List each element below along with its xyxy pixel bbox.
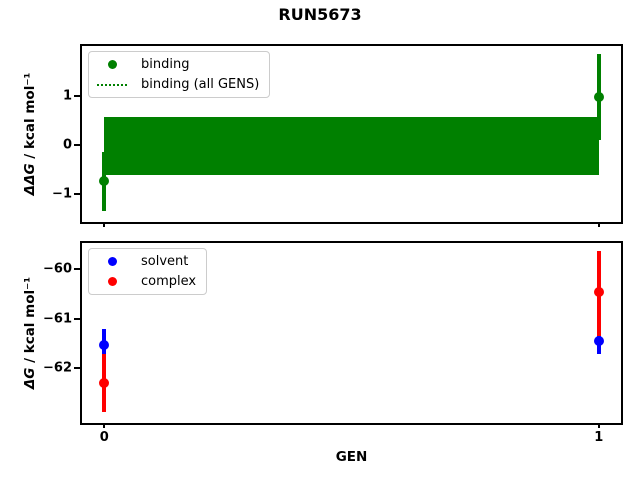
legend-swatch [95, 277, 129, 286]
legend-item-binding-all-gens-: binding (all GENS) [95, 77, 259, 92]
y-tick-label: 1 [62, 88, 72, 104]
legend-dot-icon [107, 257, 117, 266]
data-point-solvent [99, 339, 110, 350]
x-tick [597, 222, 600, 227]
legend-item-complex: complex [95, 274, 196, 289]
y-tick [74, 317, 80, 320]
y-tick [74, 192, 80, 195]
legend-label: binding [141, 57, 190, 72]
y-tick-label: −61 [43, 311, 72, 327]
y-tick-label: 0 [62, 137, 72, 153]
x-tick [597, 423, 600, 428]
y-tick [74, 143, 80, 146]
legend-swatch [95, 83, 129, 86]
data-point-solvent [593, 335, 604, 346]
y-tick [74, 268, 80, 271]
x-tick [103, 423, 106, 428]
legend-item-binding: binding [95, 57, 259, 72]
y-tick [74, 94, 80, 97]
figure-title: RUN5673 [278, 5, 362, 24]
x-tick-label: 0 [99, 430, 109, 445]
legend-label: solvent [141, 254, 189, 269]
y-tick-label: −60 [43, 261, 72, 277]
y-axis-label-ddg-symbol: ΔΔG [22, 163, 38, 196]
y-tick-label: −1 [52, 186, 72, 202]
legend-label: binding (all GENS) [141, 77, 260, 92]
legend-swatch [95, 60, 129, 69]
y-axis-label-dg: ΔG / kcal mol⁻¹ [22, 277, 38, 389]
axes-dg: −60 −61 −62 0 1 solvent complex [43, 241, 623, 445]
legend-dot-icon [107, 60, 117, 69]
y-tick-label: −62 [43, 360, 72, 376]
y-axis-label-dg-units: / kcal mol⁻¹ [22, 276, 38, 368]
y-tick [74, 367, 80, 370]
data-point-complex [99, 377, 110, 388]
legend: binding binding (all GENS) [88, 51, 271, 98]
legend-swatch [95, 257, 129, 266]
legend-label: complex [141, 274, 197, 289]
x-tick-label: 1 [594, 430, 604, 445]
data-point-complex [593, 287, 604, 298]
x-tick [103, 222, 106, 227]
axes-ddg: 1 0 −1 binding binding (all GENS) [52, 44, 623, 227]
y-axis-label-dg-symbol: ΔG [22, 367, 38, 390]
legend-item-solvent: solvent [95, 254, 196, 269]
legend-dotted-line-icon [97, 83, 127, 86]
x-axis-label: GEN [335, 449, 368, 465]
uncertainty-band [104, 116, 599, 175]
data-point-binding [593, 92, 604, 103]
y-axis-label-ddg: ΔΔG / kcal mol⁻¹ [22, 73, 38, 196]
y-axis-label-ddg-units: / kcal mol⁻¹ [22, 72, 38, 164]
data-point-binding [99, 176, 110, 187]
legend: solvent complex [88, 248, 208, 295]
legend-dot-icon [107, 277, 117, 286]
